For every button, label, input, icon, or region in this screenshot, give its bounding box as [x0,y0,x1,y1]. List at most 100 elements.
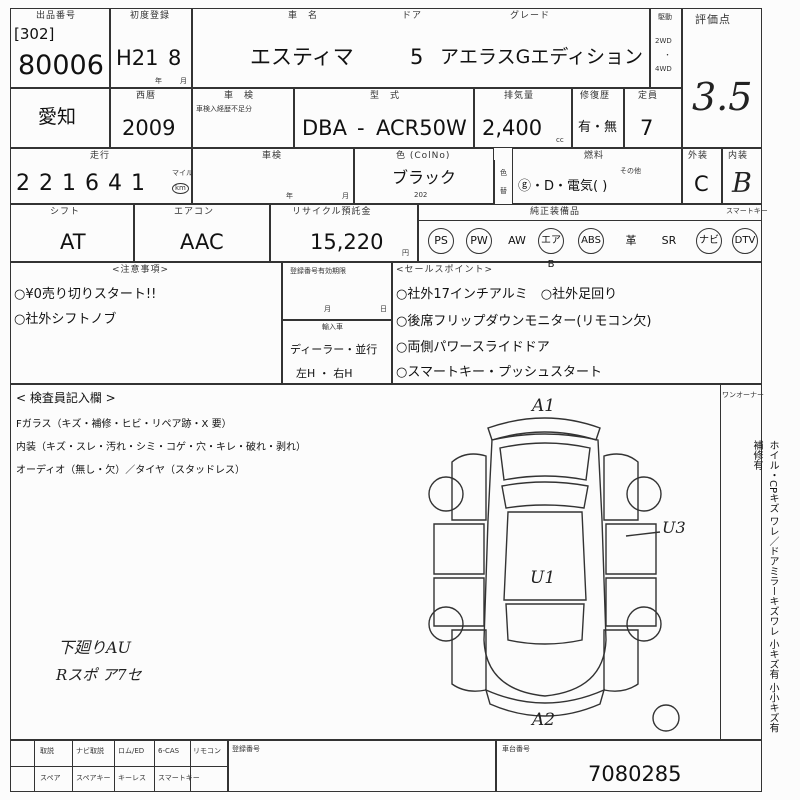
reg-expiry-box [282,262,392,320]
fuel-box [512,148,682,204]
one-owner-label: ワンオーナー [722,391,764,399]
footer-remote: リモコン [193,747,221,755]
displacement-unit: cc [556,136,564,144]
exterior-grade: C [694,172,709,196]
one-owner-box [720,384,762,740]
sales-item-3: ○両側パワースライドドア [396,340,550,355]
chassis-label: 車台番号 [502,745,530,753]
fuel-label: 燃料 [584,151,605,161]
mark-u1: U1 [530,568,556,588]
capacity-box [624,88,682,148]
exterior-box [682,148,722,204]
caution-item-1: ○¥0売り切りスタート!! [14,287,157,302]
color-divider [494,160,495,204]
expiry-year-word: 年 [286,192,293,200]
model-code: ACR50W [376,116,467,140]
sales-label: <セールスポイント> [396,265,494,275]
history-box [572,88,624,148]
region-box [10,88,110,148]
color: ブラック [392,168,457,187]
equipment-box [418,204,762,262]
mileage-km: km [172,183,189,194]
caution-label: <注意事項> [112,265,170,275]
grade-label: グレード [510,11,551,21]
footer-chassis-box [496,740,762,792]
first-reg-value: H21 [116,46,159,70]
score-value: 3.5 [692,75,753,119]
footer-navi-manual: ナビ取説 [76,747,104,755]
mark-a1: A1 [532,396,556,416]
first-reg-label: 初度登録 [130,11,171,21]
footer-rom-ed: ロム/ED [118,747,145,755]
import-box [282,320,392,384]
mileage-box [10,148,192,204]
color-no: 202 [414,191,428,199]
inspector-line-2: 内装（キズ・スレ・汚れ・シミ・コゲ・穴・キレ・破れ・剥れ） [16,442,306,453]
first-reg-month-word: 月 [180,77,187,85]
mileage-digits: 2 2 1 6 4 1 [16,171,146,196]
region: 愛知 [38,106,77,128]
footer-col-line-5 [190,740,191,792]
lot-branch: [302] [14,25,55,43]
footer-6cas: 6-CAS [158,747,180,755]
displacement-box [474,88,572,148]
equipment-abs-circled: ABS [578,228,604,254]
footer-manual: 取説 [40,747,54,755]
handle-choice: 左H ・ 右H [296,367,353,380]
lot-number: 80006 [18,50,104,81]
history-choice: 有・無 [578,120,618,135]
score-box [682,8,762,148]
drive-4wd: 4WD [655,65,672,73]
expiry-month-word: 月 [342,192,349,200]
model-year-label: 西暦 [136,91,157,101]
interior-grade: B [732,168,752,199]
inspector-title: < 検査員記入欄 > [16,391,116,405]
drive-label: 駆動 [658,13,672,21]
interior-label: 内装 [728,151,749,161]
footer-smart-key: スマートキー [158,774,200,782]
sales-item-4: ○スマートキー・プッシュスタート [396,365,602,380]
chassis-number: 7080285 [588,762,682,786]
inspection-expiry-label: 車検 [262,151,283,161]
recycle-label: リサイクル預託金 [292,207,372,217]
model-year: 2009 [122,116,176,140]
reg-expiry-label: 登録番号有効期限 [290,267,346,275]
footer-spare: スペア [40,774,61,782]
car-name-box [192,8,650,88]
model-label: 型 式 [370,91,401,101]
interior-box [722,148,762,204]
mark-u3: U3 [662,518,686,537]
inspection-label: 車 検 [224,91,255,101]
model-year-box [110,88,192,148]
footer-col-line-2 [72,740,73,792]
footer-mid-line [10,766,228,767]
handwritten-note-1: 下廻りAU [58,638,132,657]
doors: 5 [410,45,424,69]
drive-box [650,8,682,88]
car-name: エスティマ [250,45,354,69]
mileage-mile: マイル [172,169,193,177]
footer-col-line-4 [154,740,155,792]
color-box [354,148,494,204]
ac-label: エアコン [174,207,215,217]
color-change-a: 色 [500,169,507,177]
first-reg-year-word: 年 [155,77,162,85]
footer-col-line-1 [34,740,35,792]
equipment-navi-circled: ナビ [696,228,722,254]
import-choice: ディーラー・並行 [290,343,378,356]
score-label: 評価点 [695,13,731,26]
mileage-label: 走行 [90,151,111,161]
history-label: 修復歴 [580,91,611,101]
first-reg-box [110,8,192,88]
smart-key-label: スマートキー [726,207,768,215]
caution-box [10,262,282,384]
lot-label: 出品番号 [36,11,77,21]
mark-a2: A2 [532,710,556,730]
reg-expiry-month: 月 [324,305,331,313]
recycle-box [270,204,418,262]
ac: AAC [180,230,224,254]
inspection-expiry-box [192,148,354,204]
model-prefix: DBA [302,116,347,140]
